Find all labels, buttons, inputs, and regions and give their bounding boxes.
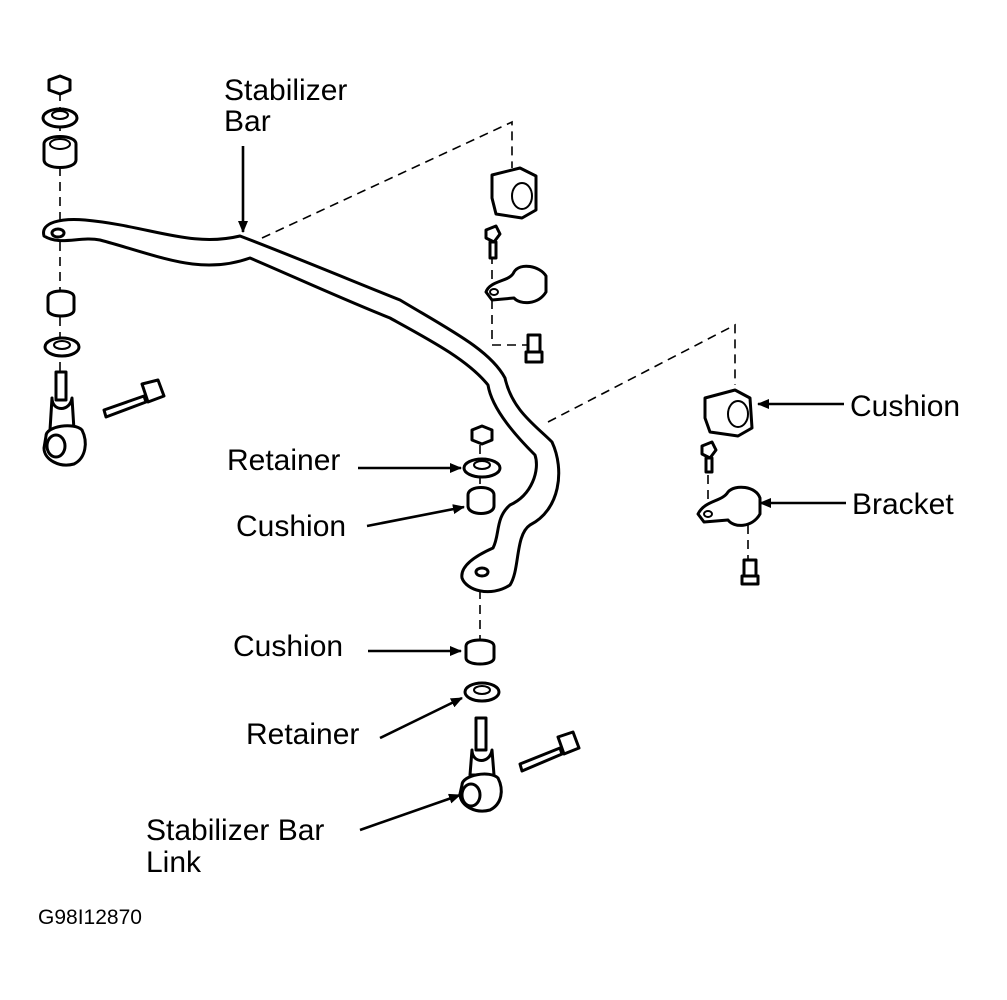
label-stabilizer-bar-line2: Bar bbox=[224, 105, 271, 138]
center-link-stack bbox=[458, 424, 581, 813]
label-stabilizer-bar-link-line1: Stabilizer Bar bbox=[146, 814, 324, 847]
stabilizer-bar bbox=[42, 218, 561, 594]
label-retainer-lower: Retainer bbox=[246, 718, 359, 751]
label-bracket: Bracket bbox=[852, 488, 954, 521]
label-cushion-right: Cushion bbox=[850, 390, 960, 423]
assembly-guide-lines bbox=[59, 92, 749, 645]
label-stabilizer-bar-line1: Stabilizer bbox=[224, 74, 347, 107]
label-cushion-lower: Cushion bbox=[233, 630, 343, 663]
label-stabilizer-bar-link-line2: Link bbox=[146, 846, 202, 879]
left-link-stack bbox=[41, 74, 166, 467]
label-cushion-upper: Cushion bbox=[236, 510, 346, 543]
upper-bracket-assembly bbox=[484, 166, 548, 364]
figure-code: G98I12870 bbox=[38, 906, 142, 929]
right-bracket-assembly bbox=[696, 388, 762, 586]
label-retainer-upper: Retainer bbox=[227, 444, 340, 477]
callout-arrows bbox=[238, 146, 846, 832]
